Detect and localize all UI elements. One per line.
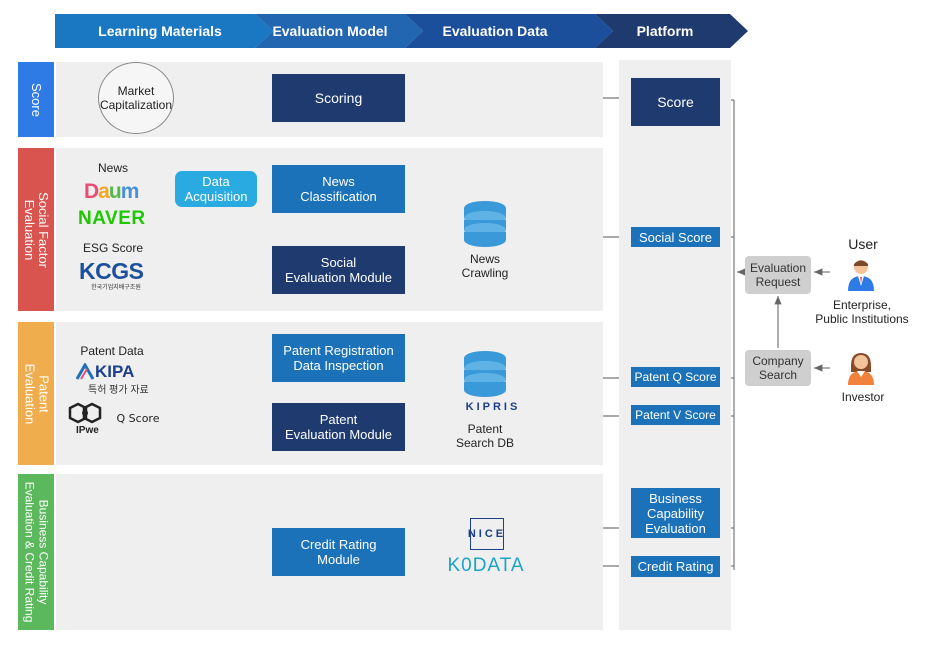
patent-q-score-box: Patent Q Score xyxy=(631,367,720,387)
credit-rating-box: Credit Rating xyxy=(631,556,720,577)
patent-module-box: Patent Evaluation Module xyxy=(272,403,405,451)
social-score-box: Social Score xyxy=(631,227,720,247)
patent-v-score-box: Patent V Score xyxy=(631,405,720,425)
user-title: User xyxy=(848,236,878,252)
kipa-sub: 특허 평가 자료 xyxy=(88,385,149,396)
platform-panel xyxy=(619,60,731,630)
business-capability-box: Business Capability Evaluation xyxy=(631,488,720,538)
q-score-label: Q Score xyxy=(116,412,160,425)
news-crawling-label: News Crawling xyxy=(461,252,509,280)
stage-evaluation-model: Evaluation Model xyxy=(272,23,388,39)
kipa-mark-icon xyxy=(75,363,95,380)
social-module-box: Social Evaluation Module xyxy=(272,246,405,294)
news-database-icon xyxy=(464,201,506,247)
section-business: Business Capability Evaluation & Credit … xyxy=(18,474,54,630)
ipwe-mark-icon xyxy=(68,402,102,424)
platform-score-box: Score xyxy=(631,78,720,126)
section-social: Social Factor Evaluation xyxy=(18,148,54,311)
stage-evaluation-data: Evaluation Data xyxy=(442,23,548,39)
enterprise-user-icon xyxy=(848,260,874,291)
news-classification-box: News Classification xyxy=(272,165,405,213)
patent-data-label: Patent Data xyxy=(80,344,144,358)
section-patent: Patent Evaluation xyxy=(18,322,54,465)
market-cap-circle: Market Capitalization xyxy=(98,62,174,134)
patent-database-icon xyxy=(464,351,506,397)
news-label: News xyxy=(97,161,128,175)
naver-logo: NAVER xyxy=(78,208,146,229)
kcgs-logo: KCGS xyxy=(79,258,144,284)
section-score: Score xyxy=(18,62,54,137)
credit-module-box: Credit Rating Module xyxy=(272,528,405,576)
investor-user-icon xyxy=(848,353,874,385)
kipa-logo: KIPA xyxy=(75,362,165,382)
kodata-logo: K0DATA xyxy=(447,555,525,576)
stage-chevrons xyxy=(55,14,748,48)
stage-platform: Platform xyxy=(636,23,694,39)
kipris-logo: KIPRIS xyxy=(465,401,521,413)
esg-score-label: ESG Score xyxy=(82,241,144,255)
enterprise-label: Enterprise, Public Institutions xyxy=(815,298,909,326)
scoring-box: Scoring xyxy=(272,74,405,122)
company-search-box: Company Search xyxy=(745,350,811,386)
patent-db-label: Patent Search DB xyxy=(455,422,515,450)
data-acquisition-box: Data Acquisition xyxy=(175,171,257,207)
evaluation-request-box: Evaluation Request xyxy=(745,256,811,294)
patent-registration-box: Patent Registration Data Inspection xyxy=(272,334,405,382)
stage-learning-materials: Learning Materials xyxy=(98,23,222,39)
nice-logo: NICE xyxy=(468,518,504,550)
stage-header: Learning Materials Evaluation Model Eval… xyxy=(55,14,750,48)
daum-logo: Daum xyxy=(84,180,139,203)
ipwe-logo: IPwe xyxy=(68,402,110,438)
investor-label: Investor xyxy=(841,390,885,404)
market-cap-label: Market Capitalization xyxy=(99,84,173,112)
kcgs-sub: 한국기업지배구조원 xyxy=(91,285,141,291)
